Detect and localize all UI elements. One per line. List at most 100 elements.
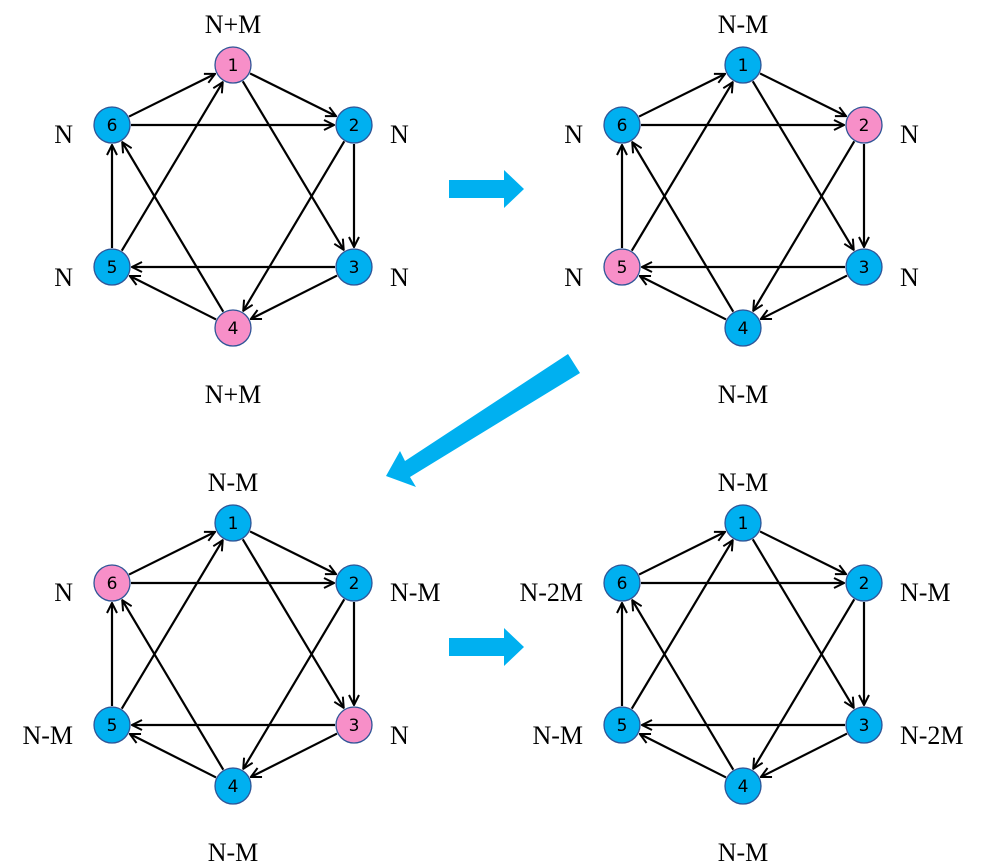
node-circle [93,564,131,602]
node-circle [93,248,131,286]
edge-2-to-4 [243,598,346,768]
node-circle [93,706,131,744]
edge-3-to-4 [251,732,338,777]
node-number: 6 [107,116,118,136]
node-2: 2 [335,564,373,602]
node-number: 6 [617,116,628,136]
edge-4-to-6 [632,142,735,313]
node-number: 1 [228,514,239,534]
node-number: 5 [107,716,118,736]
edge-6-to-1 [128,532,215,576]
value-label-right-lower: N-2M [900,721,964,750]
node-number: 1 [228,56,239,76]
edge-4-to-5 [640,276,727,321]
value-label-bottom: N-M [718,838,769,862]
value-label-top: N-M [208,468,259,497]
edge-5-to-1 [120,82,223,252]
value-label-left-upper: N [54,120,73,149]
value-label-bottom: N-M [208,838,259,862]
node-number: 1 [738,56,749,76]
value-label-left-upper: N-2M [519,578,583,607]
node-2: 2 [335,106,373,144]
edge-1-to-3 [751,80,854,250]
edge-1-to-2 [759,72,846,116]
node-number: 3 [859,716,870,736]
edge-6-to-1 [638,532,725,576]
node-circle [335,706,373,744]
edge-4-to-5 [130,276,217,321]
node-4: 4 [724,309,762,347]
node-circle [724,46,762,84]
node-4: 4 [724,767,762,805]
edge-1-to-3 [241,80,344,250]
node-circle [214,309,252,347]
node-number: 4 [738,319,749,339]
value-label-right-upper: N [900,120,919,149]
node-2: 2 [845,564,883,602]
node-1: 1 [724,46,762,84]
node-6: 6 [603,106,641,144]
node-number: 3 [349,716,360,736]
node-number: 2 [859,574,870,594]
node-4: 4 [214,309,252,347]
edge-1-to-2 [759,530,846,574]
node-circle [335,564,373,602]
edge-4-to-5 [640,734,727,779]
node-3: 3 [845,706,883,744]
value-label-left-upper: N [54,578,73,607]
node-circle [845,706,883,744]
node-6: 6 [93,106,131,144]
node-1: 1 [214,504,252,542]
node-5: 5 [93,248,131,286]
value-label-left-lower: N-M [22,721,73,750]
node-3: 3 [845,248,883,286]
value-label-right-upper: N [390,120,409,149]
node-circle [603,564,641,602]
edge-4-to-6 [632,600,735,771]
edge-3-to-4 [761,732,848,777]
node-circle [724,504,762,542]
value-label-right-upper: N-M [900,578,951,607]
node-number: 1 [738,514,749,534]
value-label-left-lower: N [54,263,73,292]
value-label-right-upper: N-M [390,578,441,607]
value-label-top: N-M [718,10,769,39]
node-circle [603,106,641,144]
node-number: 4 [738,777,749,797]
node-circle [845,248,883,286]
edge-3-to-4 [251,274,338,319]
value-label-top: N+M [205,10,262,39]
node-circle [93,106,131,144]
node-5: 5 [93,706,131,744]
value-label-left-lower: N [564,263,583,292]
node-1: 1 [724,504,762,542]
edge-2-to-4 [753,598,856,768]
value-label-left-lower: N-M [532,721,583,750]
value-label-left-upper: N [564,120,583,149]
node-number: 4 [228,319,239,339]
edge-4-to-6 [122,600,225,771]
flow-arrow-right-bottom [449,628,524,666]
node-5: 5 [603,706,641,744]
node-3: 3 [335,248,373,286]
node-number: 5 [617,716,628,736]
node-5: 5 [603,248,641,286]
node-circle [214,46,252,84]
node-number: 5 [107,258,118,278]
node-number: 4 [228,777,239,797]
edge-5-to-1 [630,540,733,710]
node-number: 6 [107,574,118,594]
node-circle [335,248,373,286]
node-number: 5 [617,258,628,278]
edge-2-to-4 [753,140,856,310]
node-6: 6 [603,564,641,602]
node-circle [214,504,252,542]
edge-2-to-4 [243,140,346,310]
node-number: 2 [859,116,870,136]
node-circle [214,767,252,805]
value-label-top: N-M [718,468,769,497]
value-label-bottom: N-M [718,380,769,409]
